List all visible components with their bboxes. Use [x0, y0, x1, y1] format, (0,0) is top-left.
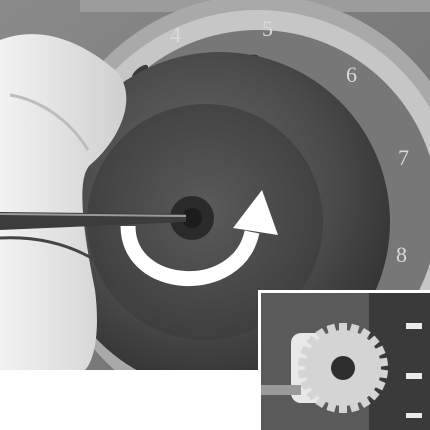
gear-wheel-icon — [298, 323, 388, 413]
dial-number-4: 4 — [170, 22, 181, 47]
inset-shaft — [261, 385, 301, 395]
dial-number-5: 5 — [262, 16, 273, 41]
inset-gear-photo — [261, 293, 430, 430]
inset-notch — [406, 413, 422, 418]
inset-notch — [406, 373, 422, 379]
inset-notch — [406, 323, 422, 329]
dial-number-7: 7 — [398, 145, 409, 170]
dial-number-8: 8 — [396, 242, 407, 267]
dial-number-6: 6 — [346, 62, 357, 87]
bottom-margin — [0, 370, 258, 430]
inset-photo-frame — [258, 290, 430, 430]
